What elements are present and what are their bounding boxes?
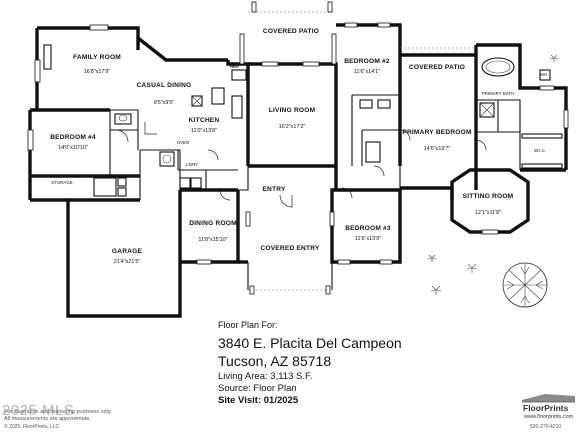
bedroom-4-label: BEDROOM #4 [50, 134, 96, 141]
source: Source: Floor Plan [218, 383, 297, 394]
bedroom-2-dim: 11'6"x14'1" [354, 69, 380, 75]
plant-icon [549, 54, 559, 62]
living-room-dim: 16'2"x17'2" [279, 124, 306, 130]
oven-label: OVEN [177, 140, 189, 145]
covered-patio-north-label: COVERED PATIO [263, 28, 319, 35]
primary-bedroom-label: PRIMARY BEDROOM [402, 129, 472, 136]
interior-walls [109, 94, 521, 200]
primary-bedroom-dim: 14'6"x19'7" [424, 146, 451, 152]
family-room-dim: 16'8"x17'9" [84, 69, 111, 75]
bedroom-3-label: BEDROOM #3 [345, 225, 391, 232]
plant-icon [430, 285, 442, 295]
floorprints-logo-text: FloorPrints [523, 403, 569, 413]
living-room-label: LIVING ROOM [269, 107, 316, 114]
refrigerator-label: REF [230, 64, 239, 69]
patios [247, 1, 476, 295]
kitchen-label: KITCHEN [189, 117, 220, 124]
info-heading: Floor Plan For: [218, 320, 278, 330]
garage-dim: 21'4"x21'5" [114, 259, 141, 265]
bbq-label: BBQ [230, 63, 240, 68]
casual-dining-label: CASUAL DINING [137, 82, 192, 89]
bedroom-2-label: BEDROOM #2 [344, 58, 390, 65]
storage-label: STORAGE [51, 180, 72, 185]
plant-icon [427, 254, 437, 262]
covered-patio-east-label: COVERED PATIO [409, 64, 465, 71]
living-area: Living Area: 3,113 S.F. [218, 371, 313, 382]
casual-dining-dim: 9'5"x9'5" [154, 100, 175, 106]
windows [27, 22, 569, 265]
wine-label: WH [540, 72, 547, 77]
primary-bath-label: PRIMARY BATH [482, 91, 514, 96]
dining-room-label: DINING ROOM [189, 220, 237, 227]
bedroom-3-dim: 11'6"x13'9" [355, 236, 381, 242]
entry-label: ENTRY [262, 186, 286, 193]
disclaimer-illustration: For illustration and marketing purposes … [4, 409, 112, 415]
tree-icon [502, 262, 548, 308]
room-labels: FAMILY ROOM 16'8"x17'9" CASUAL DINING 9'… [50, 28, 546, 265]
garage-label: GARAGE [112, 248, 143, 255]
mls-watermark: 2025 MLS [2, 402, 75, 419]
wic-label: W.I.C. [534, 148, 546, 153]
laundry-label: L'DRY [186, 162, 199, 167]
sitting-room-label: SITTING ROOM [463, 193, 514, 200]
kitchen-dim: 11'0"x13'8" [191, 128, 217, 134]
dining-room-dim: 11'8"x15'10" [198, 237, 227, 243]
address-line-1: 3840 E. Placita Del Campeon [218, 335, 402, 351]
landscape [427, 54, 559, 308]
family-room-label: FAMILY ROOM [73, 54, 121, 61]
doors [115, 122, 487, 208]
website-url: www.floorprints.com [524, 414, 574, 420]
phone-number: 520-270-4210 [530, 424, 562, 430]
sitting-room-dim: 12'1"x11'8" [475, 210, 501, 216]
copyright: © 2025, FloorPrints, LLC [4, 424, 60, 430]
covered-entry-label: COVERED ENTRY [260, 245, 320, 252]
bedroom-4-dim: 14'0"x10'10" [58, 145, 88, 151]
fixtures: REF BBQ WH [43, 44, 563, 197]
address-line-2: Tucson, AZ 85718 [218, 353, 332, 369]
disclaimer-measurements: All measurements are approximate. [4, 416, 91, 422]
floorprints-logo-icon [522, 394, 575, 403]
site-visit: Site Visit: 01/2025 [218, 395, 299, 406]
plant-icon [466, 263, 478, 273]
